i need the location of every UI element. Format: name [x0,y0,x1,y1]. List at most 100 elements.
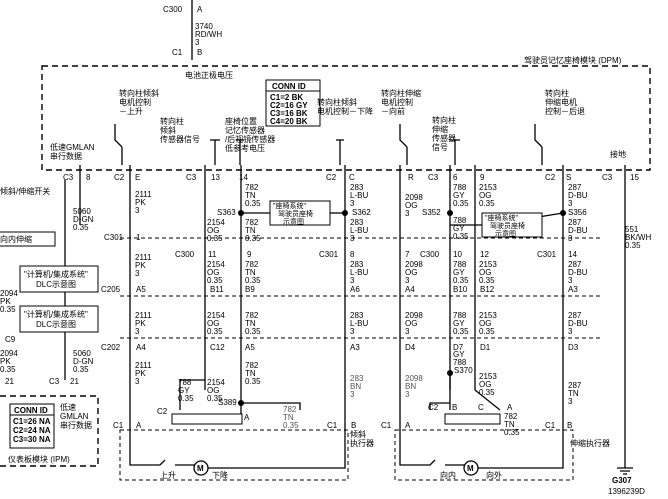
svg-text:788: 788 [178,378,192,387]
pin-label: C2 [114,173,125,182]
pin-label: 14 [239,173,248,182]
svg-text:0.35: 0.35 [207,234,223,243]
conn-pin: 11 [208,250,217,259]
conn-pin: 9 [247,250,252,259]
svg-text:782: 782 [245,311,259,320]
svg-text:2111: 2111 [135,190,152,199]
ground-id: G307 [612,476,632,485]
tele-in: 向内 [440,470,456,480]
conn-id-row: C1=2 BK [270,93,303,102]
main-wires [79,165,633,475]
motor-label: M [467,464,474,473]
svg-text:283: 283 [350,374,364,383]
svg-text:PK: PK [135,319,146,328]
svg-text:OG: OG [405,268,417,277]
conn-pin: A5 [136,285,146,294]
tele-back-label: 控制－后退 [545,106,585,116]
seat-pos-label: 记忆传感器 [225,125,265,135]
left-switch-sub: 向内伸缩 [0,234,32,244]
conn-pin: A5 [245,343,255,352]
svg-text:3: 3 [350,327,355,336]
svg-text:L-BU: L-BU [350,268,368,277]
svg-text:GY: GY [453,191,465,200]
wire-labels-lower: 2111 PK 3 788 GY 0.35 2154 OG 0.35 782 T… [135,350,582,437]
top-conn: C300 [163,5,183,14]
svg-text:OG: OG [207,226,219,235]
svg-text:OG: OG [207,319,219,328]
act-pin: B [567,421,572,430]
svg-text:GY: GY [453,350,465,359]
svg-text:TN: TN [283,413,294,422]
pin-label: C3 [602,173,613,182]
conn-pin: B10 [453,285,468,294]
tilt-actuator-box [119,429,349,481]
pin-label: 21 [5,377,14,386]
conn-id2-row: C3=30 NA [13,435,51,444]
svg-text:2153: 2153 [479,183,497,192]
tilt-act-label: 执行器 [350,438,374,448]
conn-label: C301 [319,250,339,259]
conn-pin: 8 [350,250,355,259]
dlc-label: DLC示意图 [36,319,76,329]
internal-switches [114,124,543,165]
svg-text:2098: 2098 [405,193,423,202]
conn-id-row: C3=16 BK [270,109,308,118]
pin-label: 6 [453,173,458,182]
top-wire-size: 3 [195,38,200,47]
svg-text:0.35: 0.35 [207,394,223,403]
seat-sys-label: 驾驶员座椅 [490,221,525,230]
svg-text:0.35: 0.35 [245,377,261,386]
svg-text:TN: TN [504,420,515,429]
svg-text:3: 3 [568,199,573,208]
gmlan2-label: 低速 [60,402,76,412]
conn-pin: B9 [245,285,255,294]
conn-pin: A6 [350,285,360,294]
svg-text:GY: GY [453,319,465,328]
conn-label: C202 [101,343,121,352]
svg-text:3: 3 [350,199,355,208]
ipm-module-box [0,395,99,467]
wire-labels-middle: 2111 PK 3 2154 OG 0.35 782 TN 0.35 283 L… [135,253,588,336]
svg-text:BK/WH: BK/WH [625,233,651,242]
svg-text:OG: OG [405,201,417,210]
dpm-module-box [41,65,651,171]
svg-text:0.35: 0.35 [479,199,495,208]
dlc-ref-2 [19,305,99,333]
pin-label: 21 [70,377,79,386]
gmlan-label: 串行数据 [50,151,82,161]
conn-pin: C12 [210,343,225,352]
pin-label: C3 [428,173,439,182]
svg-text:3: 3 [568,397,573,406]
tilt-sensor-label: 倾斜 [160,125,176,135]
act-pin: C2 [157,407,168,416]
conn-id-title: CONN ID [272,82,306,91]
lower-branches [179,373,501,411]
svg-text:0.35: 0.35 [207,276,223,285]
svg-text:2111: 2111 [135,253,152,262]
svg-text:2153: 2153 [479,372,497,381]
conn-id2-title: CONN ID [14,406,48,415]
svg-text:GY: GY [453,224,465,233]
svg-text:2154: 2154 [207,378,225,387]
svg-text:GY: GY [453,268,465,277]
svg-text:788: 788 [453,260,467,269]
svg-text:0.35: 0.35 [207,327,223,336]
svg-text:3: 3 [568,234,573,243]
svg-text:3: 3 [135,327,140,336]
conn-pin: 7 [405,250,410,259]
svg-text:OG: OG [405,319,417,328]
svg-text:782: 782 [283,405,297,414]
seat-sys-label: 驾驶员座椅 [278,209,313,218]
motor-label: M [197,464,204,473]
svg-text:GY: GY [178,386,190,395]
dlc-label: "计算机/集成系统" [24,309,88,319]
pin-label: C3 [49,377,60,386]
svg-text:2153: 2153 [479,260,497,269]
svg-text:3: 3 [568,276,573,285]
top-wire-color: RD/WH [195,30,222,39]
conn-id2-row: C2=24 NA [13,426,51,435]
top-wire-num: 3740 [195,22,213,31]
act-pin: A [507,403,513,412]
tele-act-label: 伸缩执行器 [570,438,610,448]
